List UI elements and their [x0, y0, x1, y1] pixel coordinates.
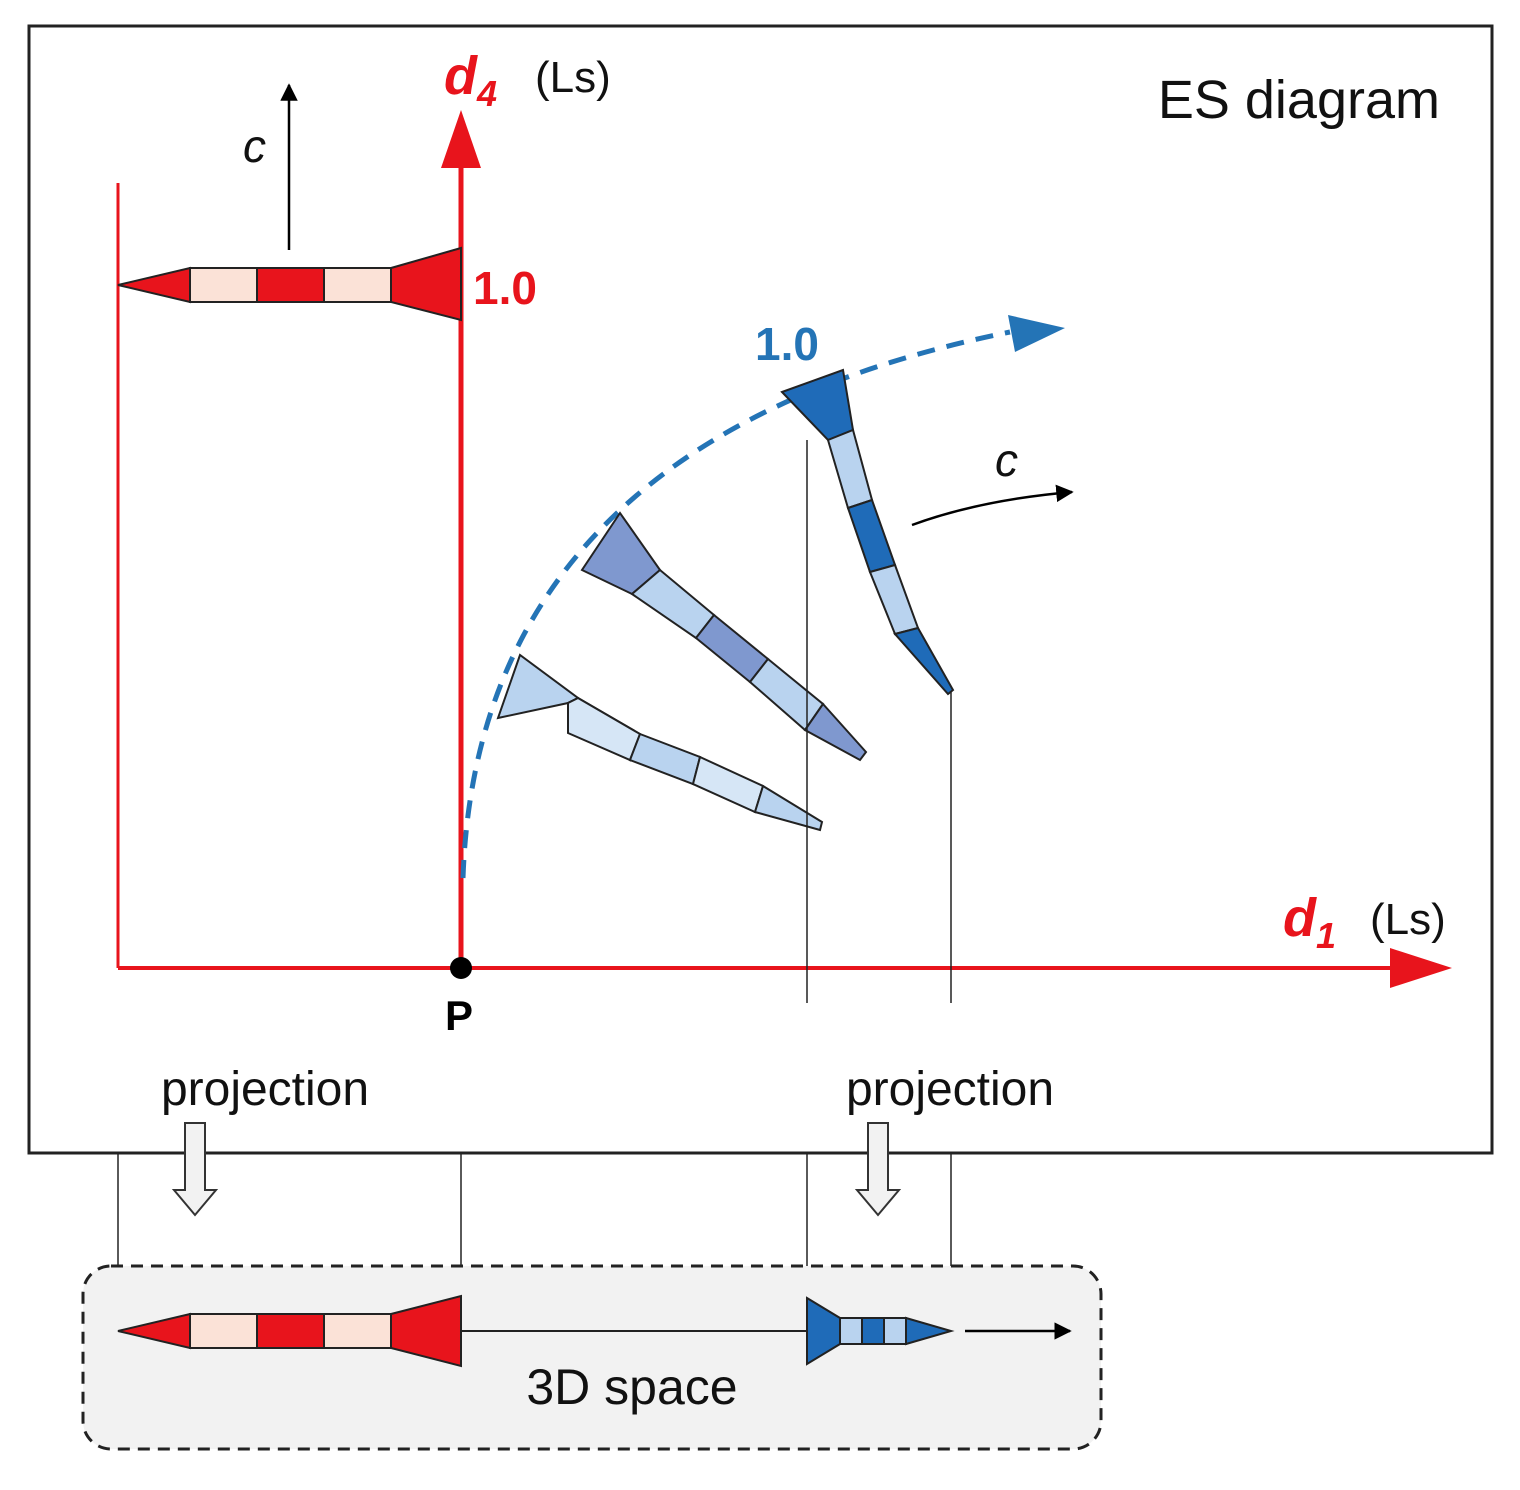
- space-box: [81, 1264, 1103, 1451]
- d4-axis-arrowhead: [441, 110, 481, 168]
- d1-axis-label: d1: [1283, 888, 1336, 956]
- d1-axis-arrowhead: [1390, 948, 1452, 988]
- red-rocket-3d-segment: [323, 1313, 392, 1349]
- blue-rocket-1: [496, 653, 824, 832]
- red-speed-label: c: [243, 120, 266, 172]
- projection-label-left: projection: [161, 1063, 369, 1116]
- blue-rocket-3d-segment: [839, 1317, 863, 1345]
- projection-arrow-left: [171, 1122, 219, 1217]
- blue-tick-value: 1.0: [755, 318, 819, 370]
- red-rocket-3d-tail: [390, 1294, 462, 1368]
- es-diagram-panel: [27, 24, 1494, 1155]
- red-rocket-es: [117, 246, 462, 322]
- blue-rocket-3-nose: [893, 626, 955, 696]
- red-rocket-segment: [323, 267, 392, 303]
- origin-label: P: [445, 992, 473, 1039]
- blue-rocket-3d: [806, 1296, 955, 1366]
- panel-title: ES diagram: [1158, 70, 1440, 130]
- blue-rocket-3d-nose: [905, 1316, 955, 1346]
- red-rocket-tail: [390, 246, 462, 322]
- blue-rocket-3d-segment: [883, 1317, 907, 1345]
- blue-rocket-3d-segment: [861, 1317, 885, 1345]
- red-rocket-3d: [117, 1294, 462, 1368]
- blue-rocket-speed-arrow: [911, 484, 1074, 527]
- red-rocket-segment: [256, 267, 325, 303]
- projection-label-right: projection: [846, 1063, 1054, 1116]
- blue-rocket-1-segment: [567, 696, 642, 762]
- red-rocket-3d-segment: [189, 1313, 258, 1349]
- red-rocket-3d-segment: [256, 1313, 325, 1349]
- d4-axis-unit: (Ls): [535, 53, 611, 102]
- blue-speed-label: c: [995, 434, 1018, 486]
- projection-arrow-right: [854, 1122, 902, 1217]
- blue-rocket-2-nose: [803, 702, 868, 762]
- red-rocket-segment: [189, 267, 258, 303]
- d1-axis-unit: (Ls): [1370, 895, 1446, 944]
- blue-rocket-3: [780, 368, 955, 696]
- blue-rocket-2: [580, 511, 868, 762]
- blue-arc-arrowhead: [1008, 315, 1065, 352]
- blue-rocket-1-nose: [753, 784, 824, 832]
- blue-velocity-arc: [460, 329, 1011, 879]
- d4-axis-label: d4: [444, 46, 497, 114]
- red-tick-value: 1.0: [473, 262, 537, 314]
- origin-point: [450, 957, 472, 979]
- space-box-label: 3D space: [526, 1359, 737, 1415]
